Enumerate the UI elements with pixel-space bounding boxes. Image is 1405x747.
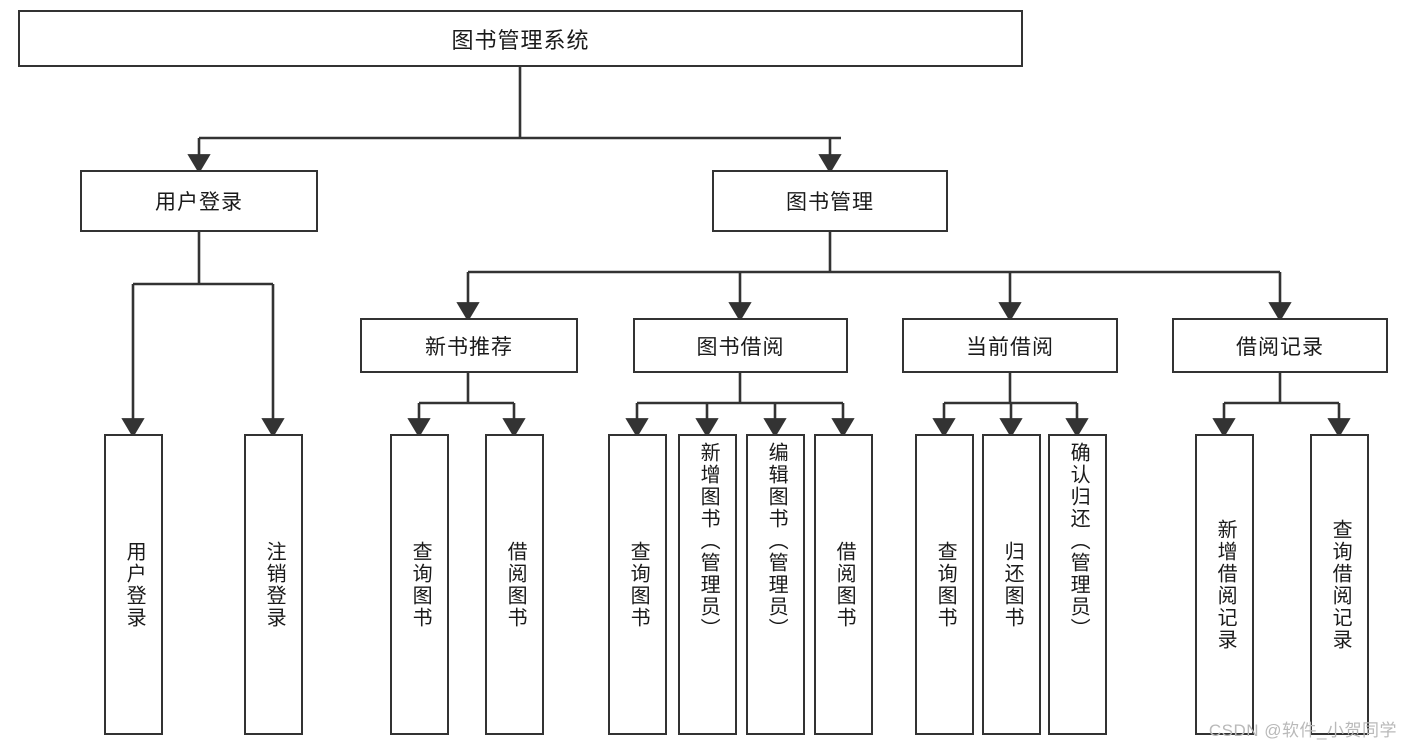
node-label: 确认归还（管理员） (1067, 442, 1090, 640)
node-label: 用户登录 (123, 540, 146, 629)
node-label: 查询图书 (934, 540, 957, 629)
leaf-user-login-login[interactable]: 用户登录 (104, 434, 163, 735)
csdn-watermark: CSDN @软件_小贺同学 (1208, 721, 1397, 740)
node-root-book-management-system[interactable]: 图书管理系统 (18, 10, 1023, 67)
node-label: 借阅记录 (1236, 335, 1324, 359)
leaf-user-login-logout[interactable]: 注销登录 (244, 434, 303, 735)
node-label: 归还图书 (1001, 540, 1024, 629)
node-book-management[interactable]: 图书管理 (712, 170, 948, 232)
leaf-book-borrow-add-book-admin[interactable]: 新增图书（管理员） (678, 434, 737, 735)
node-label: 借阅图书 (504, 540, 527, 629)
node-book-borrow[interactable]: 图书借阅 (633, 318, 848, 373)
node-label: 查询借阅记录 (1329, 518, 1352, 651)
node-label: 图书管理系统 (451, 27, 590, 53)
node-borrow-record[interactable]: 借阅记录 (1172, 318, 1388, 373)
leaf-book-borrow-edit-book-admin[interactable]: 编辑图书（管理员） (746, 434, 805, 735)
node-new-book-recommend[interactable]: 新书推荐 (360, 318, 578, 373)
node-user-login[interactable]: 用户登录 (80, 170, 318, 232)
node-label: 新增图书（管理员） (697, 442, 720, 640)
node-label: 用户登录 (155, 191, 243, 214)
node-label: 当前借阅 (966, 335, 1054, 359)
node-label: 查询图书 (409, 540, 432, 629)
leaf-new-book-borrow-book[interactable]: 借阅图书 (485, 434, 544, 735)
node-label: 查询图书 (627, 540, 650, 629)
node-current-borrow[interactable]: 当前借阅 (902, 318, 1118, 373)
leaf-current-borrow-return-book[interactable]: 归还图书 (982, 434, 1041, 735)
node-label: 新增借阅记录 (1214, 518, 1237, 651)
node-label: 借阅图书 (833, 540, 856, 629)
leaf-book-borrow-query-book[interactable]: 查询图书 (608, 434, 667, 735)
leaf-book-borrow-borrow-book[interactable]: 借阅图书 (814, 434, 873, 735)
node-label: 图书借阅 (696, 335, 785, 359)
leaf-borrow-record-add-record[interactable]: 新增借阅记录 (1195, 434, 1254, 735)
node-label: 新书推荐 (425, 335, 513, 359)
node-label: 编辑图书（管理员） (765, 442, 788, 640)
node-label: 注销登录 (263, 540, 286, 629)
leaf-current-borrow-confirm-return-admin[interactable]: 确认归还（管理员） (1048, 434, 1107, 735)
node-label: 图书管理 (786, 191, 874, 214)
leaf-borrow-record-query-record[interactable]: 查询借阅记录 (1310, 434, 1369, 735)
leaf-current-borrow-query-book[interactable]: 查询图书 (915, 434, 974, 735)
leaf-new-book-query-book[interactable]: 查询图书 (390, 434, 449, 735)
